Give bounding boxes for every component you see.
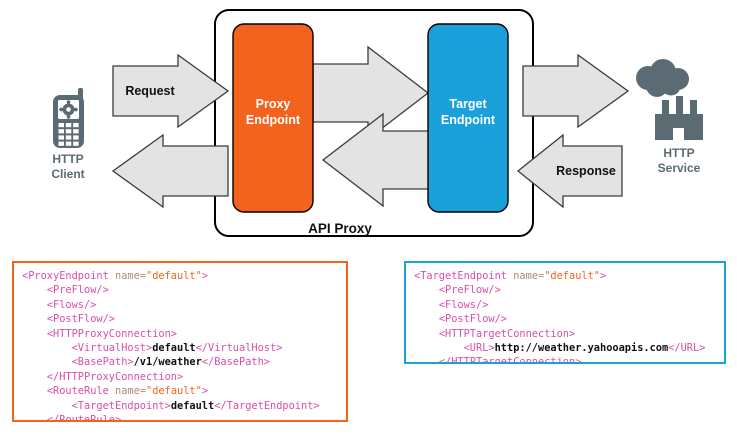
code-line: <PostFlow/> — [46, 313, 116, 326]
code-line: <TargetEndpoint name="default"> — [414, 270, 607, 282]
code-line: </HTTPProxyConnection> — [46, 370, 184, 383]
api-proxy-diagram: Request Response Proxy Endpoint — [51, 9, 703, 237]
http-service-label-line1: HTTP — [663, 146, 694, 160]
code-line: <PreFlow/> — [438, 284, 501, 297]
request-arrow-label: Request — [125, 84, 175, 98]
code-line: <PreFlow/> — [46, 284, 109, 297]
target-to-service-arrow — [522, 53, 630, 129]
proxy-endpoint-node: Proxy Endpoint — [232, 23, 314, 213]
code-line: <BasePath>/v1/weather</BasePath> — [71, 356, 271, 369]
code-line: <HTTPTargetConnection> — [438, 327, 576, 340]
target-endpoint-code-block: <TargetEndpoint name="default"> <PreFlow… — [404, 261, 726, 364]
target-endpoint-node: Target Endpoint — [427, 23, 509, 213]
target-endpoint-label-line2: Endpoint — [441, 113, 496, 127]
mobile-phone-icon — [53, 88, 84, 148]
api-proxy-container-label: API Proxy — [308, 221, 372, 236]
code-line: <TargetEndpoint>default</TargetEndpoint> — [71, 399, 320, 412]
target-endpoint-label-line1: Target — [449, 97, 487, 111]
code-line: <Flows/> — [438, 298, 489, 311]
factory-cloud-icon — [636, 59, 703, 140]
proxy-endpoint-label-line2: Endpoint — [246, 113, 301, 127]
http-client-label-line2: Client — [51, 167, 84, 181]
client-response-arrow — [111, 133, 229, 209]
code-line: <PostFlow/> — [438, 313, 508, 326]
http-service-label-line2: Service — [658, 161, 701, 175]
code-line: <Flows/> — [46, 298, 97, 311]
service-response-arrow: Response — [516, 133, 623, 209]
code-line: </RouteRule> — [46, 414, 122, 422]
proxy-endpoint-code-block: <ProxyEndpoint name="default"> <PreFlow/… — [12, 261, 348, 422]
code-line: <URL>http://weather.yahooapis.com</URL> — [463, 342, 706, 355]
response-arrow-label: Response — [556, 164, 616, 178]
code-line: <ProxyEndpoint name="default"> — [22, 270, 208, 282]
code-line: <RouteRule name="default"> — [46, 385, 209, 398]
http-client-label-line1: HTTP — [52, 152, 83, 166]
request-arrow: Request — [112, 53, 230, 129]
code-line: <HTTPProxyConnection> — [46, 327, 177, 340]
code-line: </HTTPTargetConnection> — [438, 356, 582, 364]
code-line: <VirtualHost>default</VirtualHost> — [71, 342, 283, 355]
proxy-endpoint-label-line1: Proxy — [256, 97, 291, 111]
proxy-to-target-arrow — [312, 45, 430, 141]
